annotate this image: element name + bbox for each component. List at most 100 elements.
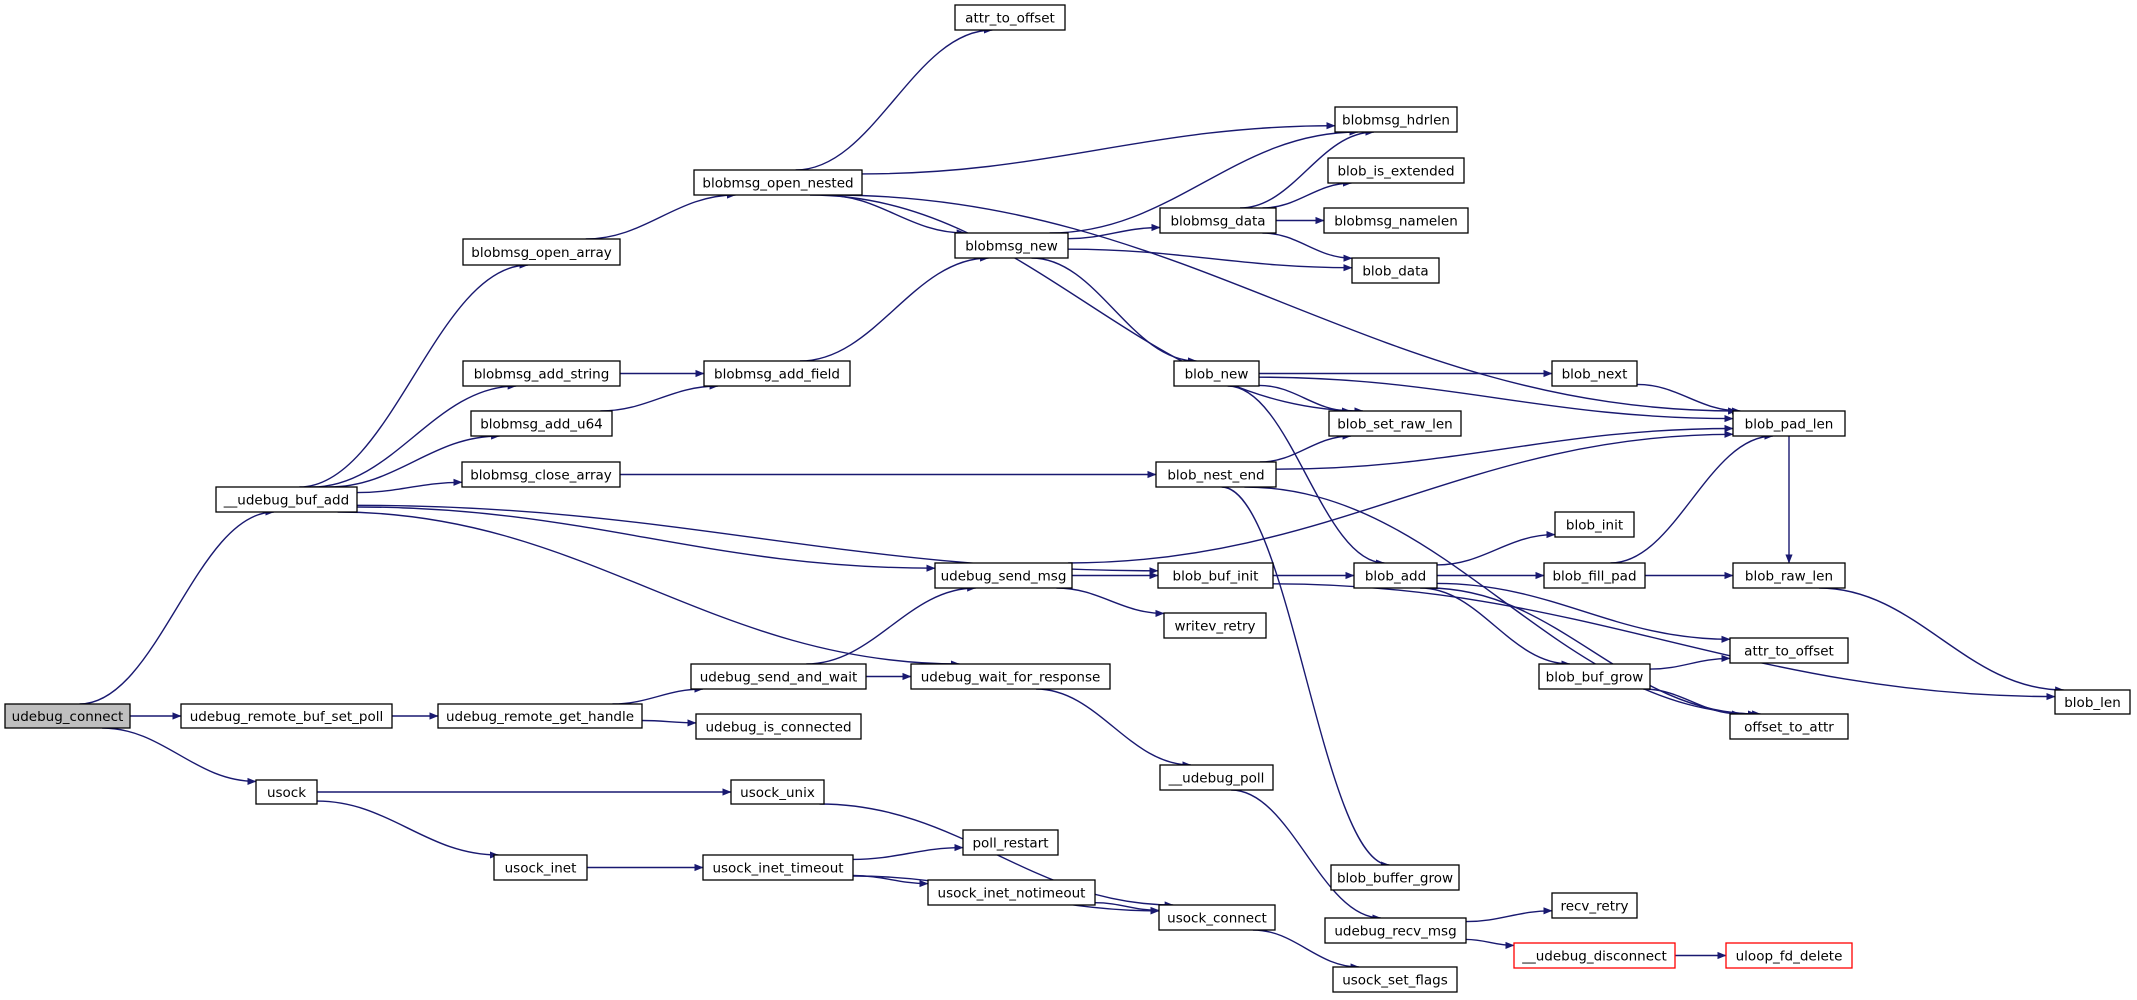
node-box [1324, 917, 1467, 944]
node-blobmsg_data[interactable]: blobmsg_data [1159, 207, 1277, 234]
node-label: blob_len [2064, 695, 2121, 711]
node-label: usock_inet [505, 860, 577, 876]
node-blob_pad_len[interactable]: blob_pad_len [1732, 410, 1846, 437]
node-blobmsg_open_nested[interactable]: blobmsg_open_nested [693, 169, 863, 196]
node-label: blobmsg_add_field [714, 366, 840, 382]
node-usock_inet_notimeout[interactable]: usock_inet_notimeout [927, 879, 1096, 906]
node-label: blobmsg_open_array [471, 245, 612, 261]
node-blob_buffer_grow[interactable]: blob_buffer_grow [1330, 864, 1460, 891]
node-usock_inet_timeout[interactable]: usock_inet_timeout [702, 854, 854, 881]
node-label: usock_inet_timeout [712, 860, 843, 876]
node-blob_len[interactable]: blob_len [2054, 689, 2131, 715]
node-udebug_send_and_wait[interactable]: udebug_send_and_wait [690, 663, 867, 690]
node-blob_data[interactable]: blob_data [1351, 257, 1440, 284]
edge-__udebug_buf_add-to-blob_buf_init [356, 504, 1159, 575]
node-blob_is_extended[interactable]: blob_is_extended [1327, 157, 1465, 184]
node-blobmsg_add_string[interactable]: blobmsg_add_string [462, 360, 621, 387]
node-box [1732, 562, 1846, 589]
node-blob_nest_end[interactable]: blob_nest_end [1155, 461, 1277, 488]
node-udebug_connect[interactable]: udebug_connect [4, 703, 131, 729]
node-udebug_send_msg[interactable]: udebug_send_msg [934, 562, 1073, 589]
node-blob_buf_init[interactable]: blob_buf_init [1157, 562, 1274, 589]
node-blob_new[interactable]: blob_new [1173, 360, 1260, 387]
node-box [255, 779, 318, 805]
node-usock_unix[interactable]: usock_unix [730, 779, 825, 805]
edge-blobmsg_data-to-blobmsg_hdrlen [1239, 128, 1375, 209]
node-usock_connect[interactable]: usock_connect [1158, 904, 1276, 931]
node-udebug_remote_buf_set_poll[interactable]: udebug_remote_buf_set_poll [180, 703, 393, 729]
node-blob_raw_len[interactable]: blob_raw_len [1732, 562, 1846, 589]
node-writev_retry[interactable]: writev_retry [1163, 612, 1267, 639]
node-box [2054, 689, 2131, 715]
node-box [954, 232, 1069, 259]
node-udebug_recv_msg[interactable]: udebug_recv_msg [1324, 917, 1467, 944]
node-blobmsg_namelen[interactable]: blobmsg_namelen [1323, 207, 1469, 234]
node-label: usock_unix [740, 785, 815, 801]
edge-blobmsg_new-to-blob_data [1067, 248, 1353, 272]
node-box [1334, 106, 1458, 133]
node-udebug_wait_for_response[interactable]: udebug_wait_for_response [910, 663, 1111, 690]
node-label: blobmsg_namelen [1334, 213, 1458, 229]
edge-udebug_send_msg-to-writev_retry [1056, 587, 1165, 617]
node-blobmsg_new[interactable]: blobmsg_new [954, 232, 1069, 259]
edge-blobmsg_open_nested-to-blobmsg_new [824, 194, 966, 237]
node-attr_to_offset_mid[interactable]: attr_to_offset [1729, 637, 1849, 664]
node-box [962, 829, 1059, 856]
node-label: uloop_fd_delete [1736, 948, 1843, 964]
node-label: blob_data [1362, 263, 1428, 279]
node-poll_restart[interactable]: poll_restart [962, 829, 1059, 856]
edge-blob_new-to-blob_pad_len [1258, 376, 1734, 423]
node-label: udebug_wait_for_response [921, 669, 1101, 685]
node-box [1538, 663, 1651, 690]
node-blobmsg_hdrlen[interactable]: blobmsg_hdrlen [1334, 106, 1458, 133]
node-blob_fill_pad[interactable]: blob_fill_pad [1543, 562, 1646, 589]
node-recv_retry[interactable]: recv_retry [1551, 892, 1638, 919]
node-__udebug_poll[interactable]: __udebug_poll [1159, 764, 1274, 791]
edge-blob_add-to-blob_init [1436, 531, 1556, 566]
node-label: udebug_is_connected [705, 719, 851, 735]
edge-blobmsg_data-to-blob_data [1262, 232, 1353, 262]
node-blobmsg_add_field[interactable]: blobmsg_add_field [703, 360, 851, 387]
node-uloop_fd_delete[interactable]: uloop_fd_delete [1725, 942, 1853, 969]
node-label: blob_is_extended [1337, 163, 1454, 179]
node-label: udebug_send_msg [941, 568, 1067, 584]
node-label: usock_set_flags [1342, 972, 1448, 988]
edge-udebug_remote_get_handle-to-udebug_is_connected [641, 719, 697, 727]
node-box [1323, 207, 1469, 234]
node-blob_add[interactable]: blob_add [1353, 562, 1438, 589]
node-box [1732, 410, 1846, 437]
node-attr_to_offset_top[interactable]: attr_to_offset [954, 4, 1066, 31]
edge-blob_buf_grow-to-attr_to_offset_mid [1649, 654, 1731, 670]
node-__udebug_buf_add[interactable]: __udebug_buf_add [215, 486, 358, 513]
node-blob_next[interactable]: blob_next [1551, 360, 1638, 387]
node-box [493, 854, 588, 881]
node-label: __udebug_buf_add [223, 492, 349, 508]
edge-usock_inet_timeout-to-poll_restart [852, 844, 964, 861]
edge-usock_connect-to-usock_set_flags [1252, 929, 1360, 971]
node-label: usock [267, 785, 306, 801]
node-udebug_is_connected[interactable]: udebug_is_connected [695, 713, 862, 740]
edge-__udebug_buf_add-to-udebug_send_msg [356, 506, 936, 572]
node-box [927, 879, 1096, 906]
node-usock[interactable]: usock [255, 779, 318, 805]
node-blob_buf_grow[interactable]: blob_buf_grow [1538, 663, 1651, 690]
edge-blobmsg_open_array-to-blobmsg_open_nested [585, 191, 736, 240]
node-blobmsg_open_array[interactable]: blobmsg_open_array [462, 238, 621, 266]
node-blobmsg_close_array[interactable]: blobmsg_close_array [461, 461, 621, 488]
node-offset_to_attr[interactable]: offset_to_attr [1729, 713, 1849, 740]
edge-blob_nest_end-to-offset_to_attr [1244, 486, 1762, 718]
node-udebug_remote_get_handle[interactable]: udebug_remote_get_handle [437, 703, 643, 729]
node-blob_init[interactable]: blob_init [1554, 511, 1635, 538]
node-usock_set_flags[interactable]: usock_set_flags [1332, 966, 1458, 993]
node-__udebug_disconnect[interactable]: __udebug_disconnect [1513, 942, 1676, 969]
edge-blobmsg_open_nested-to-attr_to_offset_top [795, 26, 993, 171]
edge-udebug_recv_msg-to-__udebug_disconnect [1465, 938, 1515, 949]
node-usock_inet[interactable]: usock_inet [493, 854, 588, 881]
node-blobmsg_add_u64[interactable]: blobmsg_add_u64 [470, 410, 613, 437]
edge-__udebug_buf_add-to-blobmsg_close_array [356, 478, 463, 494]
node-box [730, 779, 825, 805]
node-blob_set_raw_len[interactable]: blob_set_raw_len [1328, 410, 1462, 437]
node-box [1513, 942, 1676, 969]
edge-__udebug_poll-to-udebug_recv_msg [1231, 789, 1382, 922]
